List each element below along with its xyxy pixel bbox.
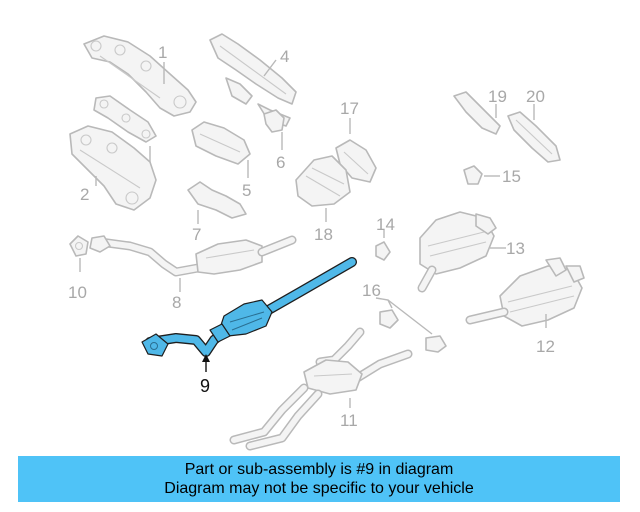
callout-6: 6 [276, 153, 285, 172]
part-18-heat-shield[interactable] [295, 155, 351, 207]
callout-17: 17 [340, 99, 359, 118]
callout-19: 19 [488, 87, 507, 106]
callout-14: 14 [376, 215, 395, 234]
callout-4: 4 [280, 47, 289, 66]
part-14-clip[interactable] [375, 241, 391, 261]
part-7-heat-shield[interactable] [187, 181, 247, 219]
part-9-front-pipe-catalytic-converter[interactable] [141, 257, 357, 357]
exhaust-parts-diagram: 1 4 3 2 5 6 7 [68, 33, 585, 451]
part-10-gasket[interactable] [69, 235, 89, 257]
banner-part-note: Part or sub-assembly is #9 in diagram [184, 461, 454, 478]
part-13-rear-muffler[interactable] [417, 211, 497, 293]
part-16-clamps[interactable] [379, 309, 447, 353]
callout-8: 8 [172, 293, 181, 312]
part-6-bracket[interactable] [263, 109, 285, 133]
callout-10: 10 [68, 283, 87, 302]
callout-16: 16 [362, 281, 381, 300]
part-3-manifold-gasket[interactable] [93, 95, 157, 143]
part-1-exhaust-manifold[interactable] [83, 35, 197, 117]
part-15-clamp[interactable] [463, 165, 483, 185]
part-12-rear-muffler[interactable] [465, 257, 585, 327]
callout-11: 11 [340, 411, 358, 430]
part-20-hanger[interactable] [507, 111, 561, 163]
callout-15: 15 [502, 167, 521, 186]
callout-2: 2 [80, 185, 89, 204]
callout-18: 18 [314, 225, 333, 244]
callout-7: 7 [192, 225, 201, 244]
callout-9-highlighted: 9 [200, 376, 210, 396]
part-11-center-pipe-resonator[interactable] [229, 327, 413, 451]
callout-12: 12 [536, 337, 555, 356]
info-banner: Part or sub-assembly is #9 in diagram Di… [18, 456, 620, 502]
callout-20: 20 [526, 87, 545, 106]
part-19-hanger[interactable] [453, 91, 501, 135]
banner-disclaimer: Diagram may not be specific to your vehi… [164, 480, 474, 497]
part-2-exhaust-manifold[interactable] [69, 125, 157, 211]
part-8-front-pipe-converter[interactable] [89, 235, 297, 277]
part-5-heat-shield[interactable] [191, 121, 251, 165]
callout-5: 5 [242, 181, 251, 200]
callout-1: 1 [158, 43, 167, 62]
callout-13: 13 [506, 239, 525, 258]
